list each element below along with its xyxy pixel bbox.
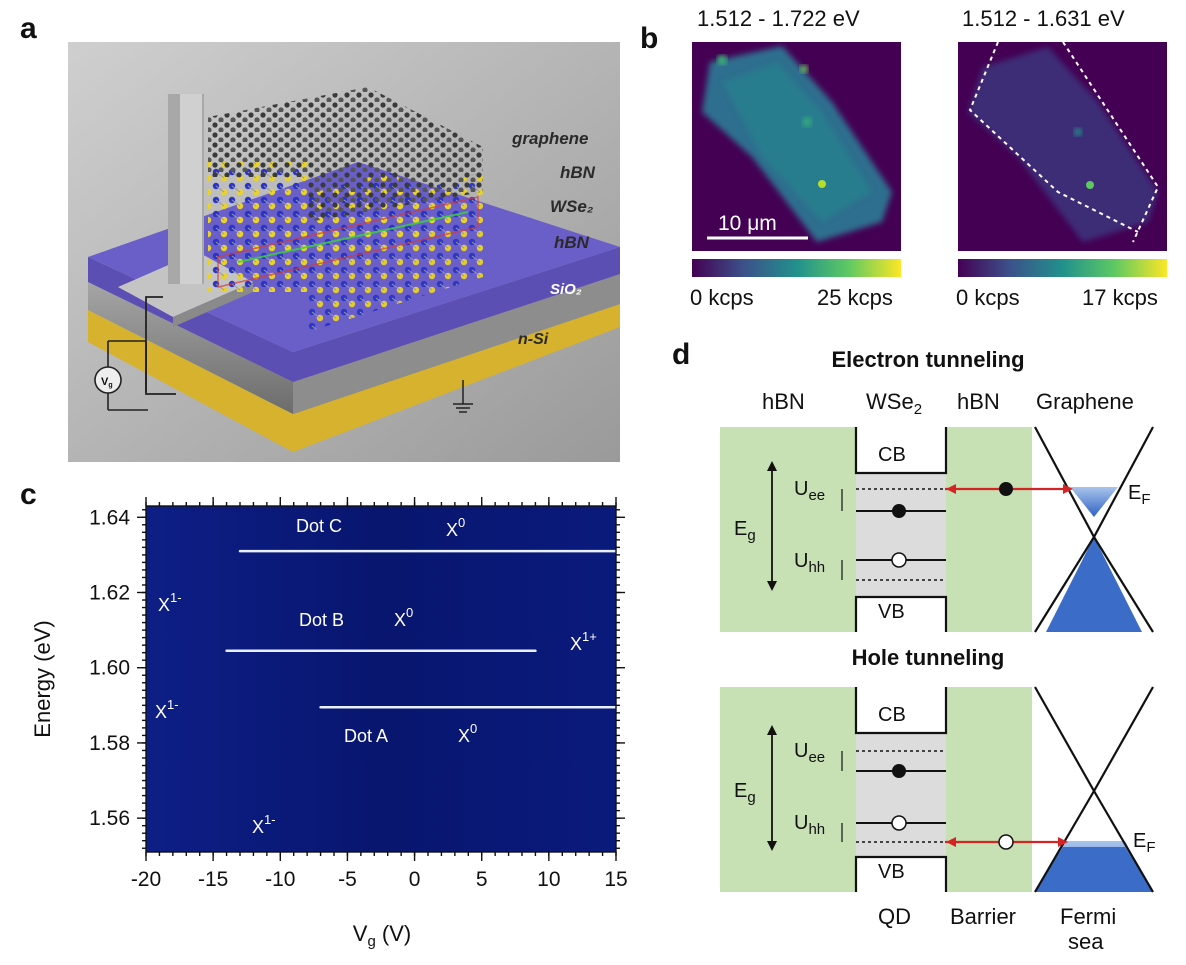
layer-label-hbn-top: hBN bbox=[560, 163, 596, 182]
eg-label-hole: Eg bbox=[734, 780, 756, 806]
annotation-xplus: X1+ bbox=[570, 629, 597, 654]
bottom-label-barrier: Barrier bbox=[950, 904, 1016, 929]
y-tick-label: 1.58 bbox=[89, 732, 130, 755]
hole-diagram bbox=[720, 686, 1154, 893]
colorbar-1-max: 25 kcps bbox=[817, 285, 893, 310]
vb-label-hole: VB bbox=[878, 861, 905, 883]
voltage-label: Vg bbox=[101, 376, 113, 389]
panel-letter-c: c bbox=[20, 478, 37, 511]
uhh-label-hole: Uhh bbox=[794, 812, 825, 838]
layer-label-sio2: SiO₂ bbox=[550, 281, 582, 298]
panel-letter-d: d bbox=[672, 338, 691, 371]
bottom-label-sea: sea bbox=[1068, 929, 1104, 954]
scale-bar-label: 10 μm bbox=[718, 212, 777, 235]
uee-label-hole: Uee bbox=[794, 740, 825, 766]
x-tick-label: 15 bbox=[604, 868, 627, 891]
cb-label-hole: CB bbox=[878, 704, 906, 726]
layer-label-graphene: graphene bbox=[511, 129, 589, 148]
x-tick-label: 5 bbox=[476, 868, 488, 891]
x-tick-label: -10 bbox=[265, 868, 295, 891]
plot-frame bbox=[145, 505, 617, 853]
colorbar-2 bbox=[958, 259, 1167, 277]
uhh-label-electron: Uhh bbox=[794, 550, 825, 576]
colorbar-1 bbox=[692, 259, 901, 277]
panel-letter-b: b bbox=[640, 22, 659, 55]
annotation-dot-c: Dot C bbox=[296, 516, 342, 536]
uee-label-electron: Uee bbox=[794, 478, 825, 504]
x-tick-label: -5 bbox=[338, 868, 357, 891]
eg-label-electron: Eg bbox=[734, 518, 756, 544]
pl-map-2 bbox=[958, 41, 1167, 251]
annotation-x0-c: X0 bbox=[446, 515, 465, 540]
panel-letter-a: a bbox=[20, 12, 37, 45]
heatmap-background bbox=[146, 506, 616, 852]
band-diagram: Electron tunneling hBN WSe2 hBN Graphene bbox=[690, 335, 1186, 960]
pl-map-1: 10 μm bbox=[692, 42, 901, 251]
map1-range-label: 1.512 - 1.722 eV bbox=[697, 6, 860, 31]
annotation-xminus-1: X1- bbox=[158, 590, 182, 615]
x-tick-label: -20 bbox=[131, 868, 161, 891]
map2-range-label: 1.512 - 1.631 eV bbox=[962, 6, 1125, 31]
x-tick-label: 10 bbox=[537, 868, 560, 891]
colorbar-2-max: 17 kcps bbox=[1082, 285, 1158, 310]
heatmap-chart: -20 -15 -10 -5 0 5 10 15 1.64 1.62 1.60 1.58 1.56 En… bbox=[0, 470, 660, 960]
ef-label-electron: EF bbox=[1128, 482, 1151, 508]
y-tick-label: 1.56 bbox=[89, 807, 130, 830]
x-axis-label: Vg (V) bbox=[353, 921, 411, 950]
column-hbn-left: hBN bbox=[762, 389, 805, 414]
colorbar-1-min: 0 kcps bbox=[690, 285, 754, 310]
layer-label-hbn-bottom: hBN bbox=[554, 233, 590, 252]
electron-diagram bbox=[720, 426, 1154, 633]
annotation-xminus-3: X1- bbox=[252, 812, 276, 837]
y-tick-label: 1.60 bbox=[89, 657, 130, 680]
annotation-dot-b: Dot B bbox=[299, 610, 344, 630]
title-electron-tunneling: Electron tunneling bbox=[831, 347, 1024, 372]
column-graphene: Graphene bbox=[1036, 389, 1134, 414]
bottom-label-qd: QD bbox=[878, 904, 911, 929]
annotation-x0-a: X0 bbox=[458, 721, 477, 746]
cb-label-electron: CB bbox=[878, 444, 906, 466]
column-hbn-right: hBN bbox=[957, 389, 1000, 414]
title-hole-tunneling: Hole tunneling bbox=[852, 645, 1005, 670]
annotation-xminus-2: X1- bbox=[155, 697, 179, 722]
y-tick-label: 1.64 bbox=[89, 506, 130, 529]
column-wse2: WSe2 bbox=[866, 389, 922, 418]
vb-label-electron: VB bbox=[878, 601, 905, 623]
layer-label-wse2: WSe₂ bbox=[550, 197, 594, 216]
layer-label-nsi: n-Si bbox=[518, 331, 549, 348]
device-illustration: Vg graphene hBN WSe₂ hBN SiO₂ n-Si bbox=[68, 42, 620, 462]
bottom-label-fermi: Fermi bbox=[1060, 904, 1116, 929]
x-tick-label: -15 bbox=[198, 868, 228, 891]
colorbar-2-min: 0 kcps bbox=[956, 285, 1020, 310]
annotation-dot-a: Dot A bbox=[344, 726, 388, 746]
ef-label-hole: EF bbox=[1133, 830, 1156, 856]
x-tick-label: 0 bbox=[409, 868, 421, 891]
y-tick-label: 1.62 bbox=[89, 582, 130, 605]
y-axis-label: Energy (eV) bbox=[30, 620, 55, 737]
annotation-x0-b: X0 bbox=[394, 605, 413, 630]
